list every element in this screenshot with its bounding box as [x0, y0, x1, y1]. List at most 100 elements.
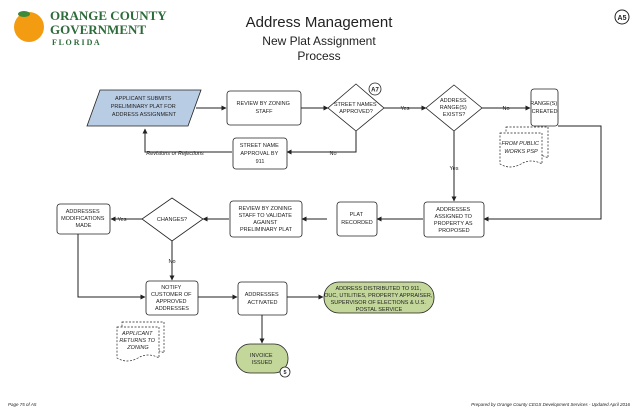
node-text: ISSUED: [252, 360, 273, 366]
node-address-modifications[interactable]: ADDRESSES MODIFICATIONS MADE: [56, 203, 111, 235]
svg-text:STREET NAMES APPROVED?: STREET NAMES APPROVED?: [334, 102, 378, 115]
decision-changes[interactable]: CHANGES?: [141, 197, 204, 242]
node-text: EXISTS?: [443, 112, 466, 118]
node-addresses-activated[interactable]: ADDRESSES ACTIVATED: [237, 281, 288, 316]
logo-line2: GOVERNMENT: [50, 22, 146, 37]
node-text: PLAT: [350, 212, 364, 218]
edge-label-street-no: No: [329, 151, 336, 157]
node-text: ADDRESSES: [66, 209, 100, 215]
node-text: PRELIMINARY PLAT: [240, 227, 293, 233]
node-text: RANGE(S): [440, 105, 467, 111]
node-text: RANGE(S): [530, 101, 557, 107]
offpage-ref-5[interactable]: 5: [279, 366, 291, 378]
svg-text:ADDRESSES ACTIVATED: ADDRESSES ACTIVATED: [245, 292, 280, 306]
svg-text:RANGE(S) CREATED: RANGE(S) CREATED: [530, 101, 558, 115]
node-text: REVIEW BY ZONING: [239, 206, 292, 212]
node-text: NOTIFY: [161, 285, 181, 291]
svg-text:NOTIFY CUSTOMER OF: NOTIFY CUSTOMER OF APPROVED ADDRESSES: [151, 285, 193, 312]
node-text: STAFF TO VALIDATE: [239, 213, 293, 219]
page-subtitle-line1: New Plat Assignment: [262, 34, 376, 48]
svg-text:ADDRESSES MODIFICATIONS: ADDRESSES MODIFICATIONS MADE: [61, 209, 106, 229]
terminal-address-distributed[interactable]: ADDRESS DISTRIBUTED TO 911, OUC, UTILITI…: [323, 281, 435, 314]
svg-text:ADDRESS DISTRIBUTED TO 911,: ADDRESS DISTRIBUTED TO 911, OUC, UTILITI…: [324, 286, 434, 313]
node-text: SUPERVISOR OF ELECTIONS & U.S.: [331, 300, 427, 306]
svg-text:APPLICANT SUBMITS PRELIM: APPLICANT SUBMITS PRELIMINARY PLAT FOR A…: [111, 96, 178, 118]
edge-label-changes-yes: Yes: [118, 217, 127, 223]
node-text: STREET NAMES: [334, 102, 377, 108]
node-applicant-submits[interactable]: APPLICANT SUBMITS PRELIMINARY PLAT FOR A…: [86, 89, 202, 127]
page-ref-label: A5: [618, 15, 627, 22]
node-review-validate-plat[interactable]: REVIEW BY ZONING STAFF TO VALIDATE AGAIN…: [229, 200, 303, 238]
node-text: WORKS PSP: [504, 149, 538, 155]
logo-line1: ORANGE COUNTY: [50, 8, 167, 23]
node-text: POSTAL SERVICE: [356, 307, 403, 313]
orange-county-logo: ORANGE COUNTY GOVERNMENT F L O R I D A: [14, 8, 167, 47]
node-notify-customer[interactable]: NOTIFY CUSTOMER OF APPROVED ADDRESSES: [145, 280, 199, 316]
node-text: ADDRESS DISTRIBUTED TO 911,: [335, 286, 421, 292]
node-text: ADDRESSES: [245, 292, 279, 298]
node-text: MADE: [76, 223, 92, 229]
node-text: ZONING: [126, 345, 149, 351]
offpage-ref-a7[interactable]: A7: [368, 82, 382, 96]
page-title: Address Management: [246, 14, 394, 31]
offpage-ref-label: A7: [371, 88, 379, 94]
edge-label-range-yes: Yes: [450, 166, 459, 172]
node-text: ASSIGNED TO: [435, 214, 473, 220]
node-text: APPROVED?: [339, 109, 373, 115]
svg-text:INVOICE ISSUED: INVOICE ISSUED: [250, 353, 274, 366]
node-text: APPROVAL BY: [240, 151, 278, 157]
svg-text:ADDRESSES ASSIGNED TO: ADDRESSES ASSIGNED TO PROPERTY AS PROPOS…: [434, 207, 474, 234]
footer-credit: Prepared by Orange County CEGS Developme…: [471, 402, 630, 407]
logo-line3: F L O R I D A: [52, 38, 100, 47]
node-addresses-assigned[interactable]: ADDRESSES ASSIGNED TO PROPERTY AS PROPOS…: [423, 201, 485, 238]
node-text: ADDRESSES: [436, 207, 470, 213]
edge-label-changes-no: No: [168, 259, 175, 265]
node-text: OUC, UTILITIES, PROPERTY APPRAISER,: [324, 293, 433, 299]
document-applicant-returns[interactable]: APPLICANT RETURNS TO ZONING: [116, 321, 165, 362]
page-subtitle-line2: Process: [297, 49, 340, 63]
node-street-name-approval-911[interactable]: STREET NAME APPROVAL BY 911: [232, 137, 288, 170]
node-text: RECORDED: [341, 220, 373, 226]
node-text: APPLICANT: [121, 331, 153, 337]
document-from-public-works[interactable]: FROM PUBLIC WORKS PSP: [499, 126, 549, 168]
svg-text:REVIEW BY ZONING STAFF T: REVIEW BY ZONING STAFF TO VALIDATE AGAIN…: [239, 206, 294, 233]
node-plat-recorded[interactable]: PLAT RECORDED: [336, 201, 378, 237]
footer-page-number: Page 75 of A5: [8, 402, 37, 407]
node-text: 911: [256, 159, 265, 165]
terminal-invoice-issued[interactable]: INVOICE ISSUED: [235, 343, 289, 374]
edge-label-yes: Yes: [401, 106, 410, 112]
node-text: ADDRESS: [440, 98, 467, 104]
node-text: ACTIVATED: [247, 300, 277, 306]
node-text: AGAINST: [253, 220, 278, 226]
node-text: APPROVED: [156, 299, 187, 305]
node-text: PROPOSED: [438, 228, 469, 234]
svg-text:FROM PUBLIC WORKS PSP: FROM PUBLIC WORKS PSP: [501, 141, 540, 155]
svg-text:APPLICANT RETURNS TO: APPLICANT RETURNS TO ZONING: [119, 331, 156, 351]
node-text: ADDRESSES: [155, 306, 189, 312]
node-text: REVIEW BY ZONING: [237, 101, 290, 107]
node-text: STAFF: [255, 109, 273, 115]
decision-street-names-approved[interactable]: STREET NAMES APPROVED?: [327, 83, 385, 132]
node-text: ADDRESS ASSIGNMENT: [112, 112, 177, 118]
svg-text:STREET NAME APPROVAL BY: STREET NAME APPROVAL BY 911: [240, 143, 281, 165]
node-review-by-zoning[interactable]: REVIEW BY ZONING STAFF: [226, 90, 302, 126]
svg-text:REVIEW BY ZONING STAFF: REVIEW BY ZONING STAFF: [237, 101, 292, 115]
node-text: CHANGES?: [157, 217, 187, 223]
connectors: [77, 105, 602, 344]
orange-fruit-icon: [14, 12, 44, 42]
node-text: CUSTOMER OF: [151, 292, 192, 298]
leaf-icon: [18, 11, 30, 17]
node-text: APPLICANT SUBMITS: [115, 96, 172, 102]
decision-address-range-exists[interactable]: ADDRESS RANGE(S) EXISTS?: [425, 84, 483, 132]
node-text: MODIFICATIONS: [61, 216, 105, 222]
edge-label-revisions: Revisions or Rejections: [146, 151, 204, 157]
svg-text:PLAT RECORDED: PLAT RECORDED: [341, 212, 373, 226]
node-ranges-created[interactable]: RANGE(S) CREATED: [530, 88, 559, 127]
node-text: INVOICE: [250, 353, 273, 359]
offpage-ref-label: 5: [283, 370, 286, 376]
svg-text:ADDRESS RANGE(S) E: ADDRESS RANGE(S) EXISTS?: [440, 98, 468, 118]
node-text: PROPERTY AS: [434, 221, 473, 227]
node-text: PRELIMINARY PLAT FOR: [111, 104, 176, 110]
page-ref-badge[interactable]: A5: [614, 9, 630, 25]
